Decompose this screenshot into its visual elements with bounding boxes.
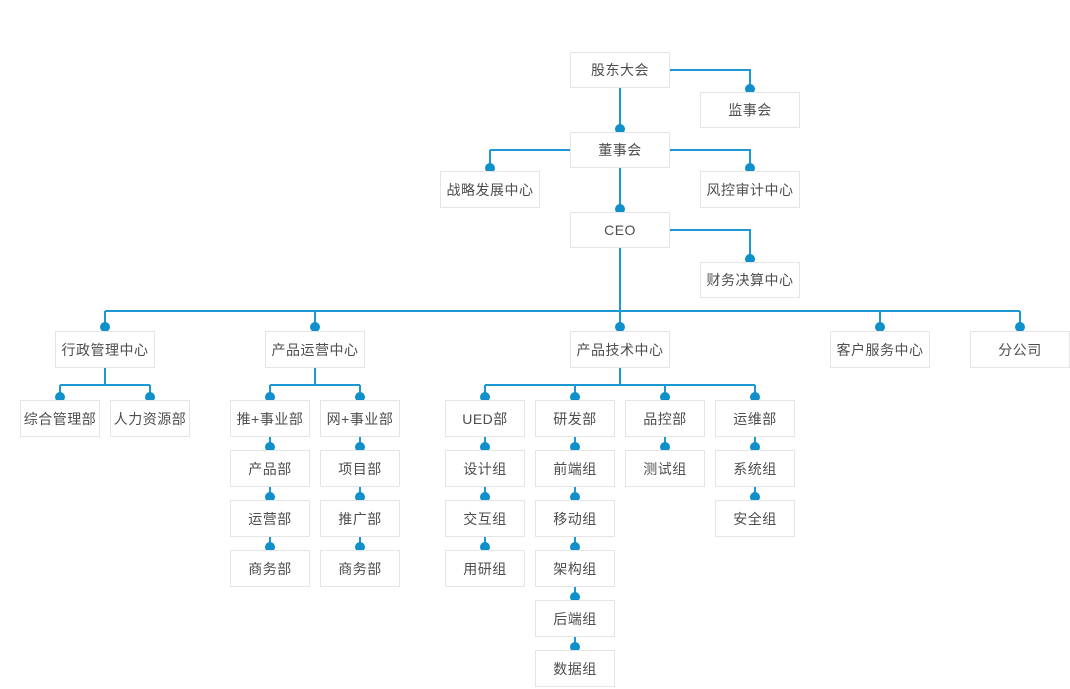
junction-dot: [750, 492, 760, 502]
org-node-security-group: 安全组: [715, 500, 795, 537]
junction-dot: [570, 542, 580, 552]
junction-dot: [570, 442, 580, 452]
junction-dot: [265, 492, 275, 502]
connector-line: [749, 70, 751, 92]
org-node-wang-business-unit: 网+事业部: [320, 400, 400, 437]
org-node-admin-management-center: 行政管理中心: [55, 331, 155, 368]
junction-dot: [145, 392, 155, 402]
org-node-frontend-group: 前端组: [535, 450, 615, 487]
org-node-branch-company: 分公司: [970, 331, 1070, 368]
connector-line: [1019, 311, 1021, 331]
junction-dot: [55, 392, 65, 402]
junction-dot: [745, 84, 755, 94]
org-node-project-dept: 项目部: [320, 450, 400, 487]
org-node-human-resources-dept: 人力资源部: [110, 400, 190, 437]
org-node-risk-audit-center: 风控审计中心: [700, 171, 800, 208]
junction-dot: [355, 392, 365, 402]
junction-dot: [570, 492, 580, 502]
connector-line: [314, 368, 316, 385]
org-node-board-of-directors: 董事会: [570, 132, 670, 168]
junction-dot: [750, 442, 760, 452]
connector-line: [670, 229, 751, 231]
junction-dot: [265, 542, 275, 552]
junction-dot: [1015, 322, 1025, 332]
junction-dot: [745, 163, 755, 173]
org-node-data-group: 数据组: [535, 650, 615, 687]
connector-line: [670, 69, 751, 71]
connector-line: [619, 88, 621, 132]
junction-dot: [660, 442, 670, 452]
org-node-operations-maintenance-dept: 运维部: [715, 400, 795, 437]
org-node-ceo: CEO: [570, 212, 670, 248]
junction-dot: [615, 322, 625, 332]
junction-dot: [310, 322, 320, 332]
org-node-ued-dept: UED部: [445, 400, 525, 437]
junction-dot: [480, 392, 490, 402]
connector-line: [619, 168, 621, 212]
org-node-product-operation-center: 产品运营中心: [265, 331, 365, 368]
org-node-mobile-group: 移动组: [535, 500, 615, 537]
org-node-general-management-dept: 综合管理部: [20, 400, 100, 437]
connector-line: [619, 248, 621, 311]
org-node-finance-settlement-center: 财务决算中心: [700, 262, 800, 298]
junction-dot: [355, 442, 365, 452]
junction-dot: [615, 204, 625, 214]
junction-dot: [745, 254, 755, 264]
org-node-rnd-dept: 研发部: [535, 400, 615, 437]
org-node-product-technology-center: 产品技术中心: [570, 331, 670, 368]
org-node-design-group: 设计组: [445, 450, 525, 487]
connector-line: [270, 384, 360, 386]
junction-dot: [355, 492, 365, 502]
org-node-product-dept: 产品部: [230, 450, 310, 487]
org-node-promotion-dept: 推广部: [320, 500, 400, 537]
junction-dot: [100, 322, 110, 332]
connector-line: [749, 230, 751, 262]
org-node-tui-business-unit: 推+事业部: [230, 400, 310, 437]
connector-line: [490, 149, 570, 151]
junction-dot: [750, 392, 760, 402]
connector-line: [670, 149, 751, 151]
org-node-business-dept-2: 商务部: [320, 550, 400, 587]
connector-line: [879, 311, 881, 331]
junction-dot: [480, 492, 490, 502]
connector-line: [60, 384, 150, 386]
junction-dot: [875, 322, 885, 332]
org-node-testing-group: 测试组: [625, 450, 705, 487]
junction-dot: [265, 442, 275, 452]
org-node-system-group: 系统组: [715, 450, 795, 487]
junction-dot: [480, 542, 490, 552]
org-node-business-dept-1: 商务部: [230, 550, 310, 587]
connector-line: [104, 368, 106, 385]
junction-dot: [265, 392, 275, 402]
connector-line: [485, 384, 755, 386]
junction-dot: [355, 542, 365, 552]
org-node-interaction-group: 交互组: [445, 500, 525, 537]
org-node-user-research-group: 用研组: [445, 550, 525, 587]
org-node-backend-group: 后端组: [535, 600, 615, 637]
connector-line: [314, 311, 316, 331]
connector-line: [619, 368, 621, 385]
connector-line: [749, 150, 751, 171]
junction-dot: [570, 642, 580, 652]
org-node-customer-service-center: 客户服务中心: [830, 331, 930, 368]
junction-dot: [615, 124, 625, 134]
org-node-quality-control-dept: 品控部: [625, 400, 705, 437]
junction-dot: [570, 392, 580, 402]
junction-dot: [660, 392, 670, 402]
org-node-operation-dept: 运营部: [230, 500, 310, 537]
org-node-shareholders-meeting: 股东大会: [570, 52, 670, 88]
junction-dot: [570, 592, 580, 602]
connector-line: [104, 311, 106, 331]
connector-line: [105, 310, 1020, 312]
connector-line: [489, 150, 491, 171]
org-node-architecture-group: 架构组: [535, 550, 615, 587]
org-node-supervisory-board: 监事会: [700, 92, 800, 128]
junction-dot: [480, 442, 490, 452]
org-node-strategy-development-center: 战略发展中心: [440, 171, 540, 208]
connector-line: [619, 311, 621, 331]
junction-dot: [485, 163, 495, 173]
